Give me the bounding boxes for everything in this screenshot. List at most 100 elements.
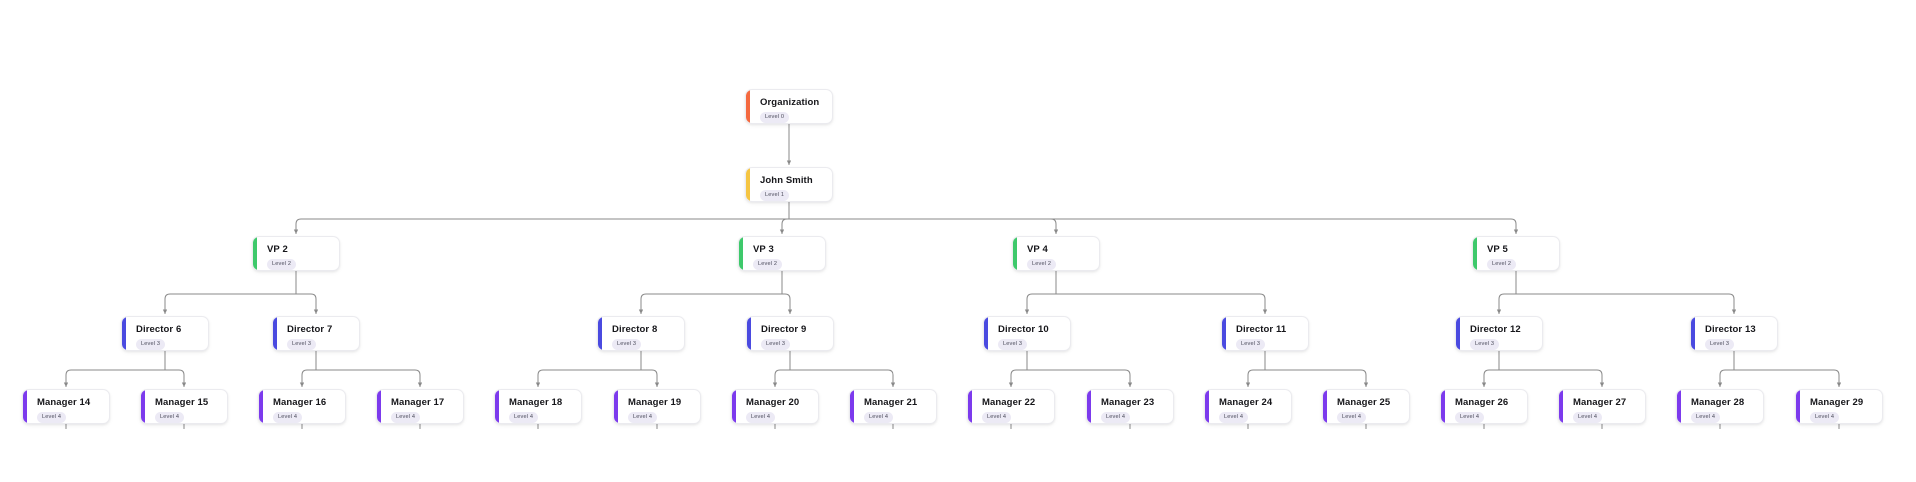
org-node-n18[interactable]: Manager 18 Level 4 xyxy=(494,389,582,424)
node-level-badge: Level 4 xyxy=(864,412,894,423)
org-node-n10[interactable]: Director 10 Level 3 xyxy=(983,316,1071,351)
node-level-badge: Level 3 xyxy=(998,339,1028,350)
node-title: Manager 20 xyxy=(746,397,800,408)
node-level-badge: Level 4 xyxy=(509,412,539,423)
node-accent-bar xyxy=(968,390,972,423)
node-title: Director 9 xyxy=(761,324,807,335)
node-accent-bar xyxy=(141,390,145,423)
node-level-badge: Level 4 xyxy=(273,412,303,423)
node-level-badge: Level 4 xyxy=(746,412,776,423)
node-level-badge: Level 2 xyxy=(753,259,783,270)
node-accent-bar xyxy=(1456,317,1460,350)
node-accent-bar xyxy=(253,237,257,270)
node-title: Director 10 xyxy=(998,324,1049,335)
node-title: Manager 24 xyxy=(1219,397,1273,408)
node-title: Manager 18 xyxy=(509,397,563,408)
org-node-n16[interactable]: Manager 16 Level 4 xyxy=(258,389,346,424)
node-title: Manager 16 xyxy=(273,397,327,408)
node-level-badge: Level 2 xyxy=(1487,259,1517,270)
node-accent-bar xyxy=(1013,237,1017,270)
node-title: Manager 26 xyxy=(1455,397,1509,408)
node-accent-bar xyxy=(614,390,618,423)
node-accent-bar xyxy=(259,390,263,423)
node-accent-bar xyxy=(984,317,988,350)
org-node-n20[interactable]: Manager 20 Level 4 xyxy=(731,389,819,424)
node-level-badge: Level 3 xyxy=(136,339,166,350)
node-accent-bar xyxy=(122,317,126,350)
node-title: VP 4 xyxy=(1027,244,1048,255)
node-title: Manager 19 xyxy=(628,397,682,408)
node-accent-bar xyxy=(1473,237,1477,270)
node-accent-bar xyxy=(23,390,27,423)
node-level-badge: Level 4 xyxy=(1455,412,1485,423)
node-title: Director 7 xyxy=(287,324,333,335)
node-title: Director 6 xyxy=(136,324,182,335)
node-accent-bar xyxy=(495,390,499,423)
org-node-n9[interactable]: Director 9 Level 3 xyxy=(746,316,834,351)
org-node-n6[interactable]: Director 6 Level 3 xyxy=(121,316,209,351)
node-accent-bar xyxy=(1323,390,1327,423)
org-node-n26[interactable]: Manager 26 Level 4 xyxy=(1440,389,1528,424)
node-title: Organization xyxy=(760,97,820,108)
node-accent-bar xyxy=(746,90,750,123)
node-level-badge: Level 3 xyxy=(761,339,791,350)
node-accent-bar xyxy=(273,317,277,350)
node-title: Director 12 xyxy=(1470,324,1521,335)
node-title: Manager 25 xyxy=(1337,397,1391,408)
node-level-badge: Level 2 xyxy=(267,259,297,270)
node-level-badge: Level 4 xyxy=(1810,412,1840,423)
node-title: Manager 29 xyxy=(1810,397,1864,408)
node-level-badge: Level 4 xyxy=(391,412,421,423)
node-level-badge: Level 3 xyxy=(612,339,642,350)
node-accent-bar xyxy=(850,390,854,423)
node-body: Director 9 Level 3 xyxy=(751,317,833,350)
node-accent-bar xyxy=(747,317,751,350)
node-title: Manager 27 xyxy=(1573,397,1627,408)
node-body: Manager 18 Level 4 xyxy=(499,390,581,423)
node-level-badge: Level 3 xyxy=(1705,339,1735,350)
node-accent-bar xyxy=(598,317,602,350)
org-node-n29[interactable]: Manager 29 Level 4 xyxy=(1795,389,1883,424)
node-level-badge: Level 4 xyxy=(1691,412,1721,423)
node-level-badge: Level 4 xyxy=(628,412,658,423)
node-accent-bar xyxy=(1559,390,1563,423)
node-accent-bar xyxy=(377,390,381,423)
node-body: Manager 26 Level 4 xyxy=(1445,390,1527,423)
node-title: Manager 15 xyxy=(155,397,209,408)
org-node-n19[interactable]: Manager 19 Level 4 xyxy=(613,389,701,424)
